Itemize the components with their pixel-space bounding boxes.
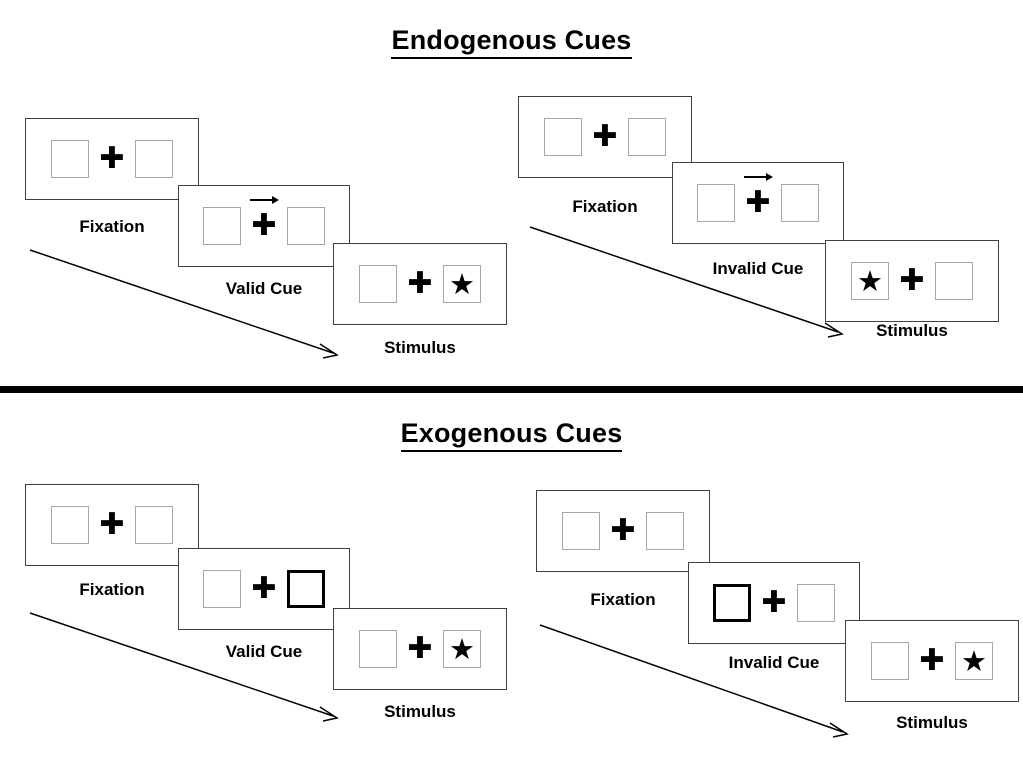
panel-endogenous-invalid-fixation: ✚ <box>518 96 692 178</box>
caption-endogenous-valid-fixation: Fixation <box>79 217 145 236</box>
left-square <box>203 570 241 608</box>
right-square <box>781 184 819 222</box>
fixation-cross-slot: ✚ <box>397 269 443 299</box>
panel-inner: ✚ ★ <box>359 265 481 303</box>
section-title-endogenous: Endogenous Cues <box>0 25 1023 59</box>
panel-inner: ✚ <box>203 570 325 608</box>
left-square: ★ <box>851 262 889 300</box>
panel-endogenous-valid-fixation: ✚ <box>25 118 199 200</box>
right-square <box>135 140 173 178</box>
panel-inner: ✚ <box>562 512 684 550</box>
panel-endogenous-invalid-cue: ✚ <box>672 162 844 244</box>
caption-endogenous-invalid-fixation: Fixation <box>572 197 638 216</box>
plus-icon: ✚ <box>99 141 125 176</box>
caption-exogenous-valid-fixation: Fixation <box>79 580 145 599</box>
star-icon: ★ <box>961 643 987 678</box>
fixation-cross-slot: ✚ <box>582 122 628 152</box>
right-square <box>935 262 973 300</box>
panel-inner: ✚ <box>203 196 325 245</box>
panel-endogenous-valid-stimulus: ✚ ★ <box>333 243 507 325</box>
fixation-cross-slot: ✚ <box>89 510 135 540</box>
left-square <box>51 506 89 544</box>
caption-endogenous-invalid-stimulus: Stimulus <box>876 321 948 340</box>
left-square <box>562 512 600 550</box>
panel-endogenous-valid-cue: ✚ <box>178 185 350 267</box>
right-square-cued <box>287 570 325 608</box>
caption-endogenous-valid-cue: Valid Cue <box>225 279 303 298</box>
plus-icon: ✚ <box>745 185 771 220</box>
panel-exogenous-valid-stimulus: ✚ ★ <box>333 608 507 690</box>
left-square <box>871 642 909 680</box>
left-square-cued <box>713 584 751 622</box>
fixation-cross-slot: ✚ <box>751 588 797 618</box>
panel-exogenous-invalid-stimulus: ✚ ★ <box>845 620 1019 702</box>
right-square: ★ <box>955 642 993 680</box>
right-square <box>646 512 684 550</box>
caption-exogenous-valid-stimulus: Stimulus <box>384 702 456 721</box>
panel-inner: ✚ <box>544 118 666 156</box>
time-flow-arrow-endogenous-invalid <box>529 226 844 338</box>
section-divider <box>0 386 1023 393</box>
right-square: ★ <box>443 265 481 303</box>
panel-inner: ✚ <box>713 584 835 622</box>
panel-inner: ★ ✚ <box>851 262 973 300</box>
plus-icon: ✚ <box>99 507 125 542</box>
panel-inner: ✚ ★ <box>359 630 481 668</box>
section-title-exogenous: Exogenous Cues <box>0 418 1023 452</box>
panel-inner: ✚ <box>697 173 819 222</box>
section-title-endogenous-text: Endogenous Cues <box>391 25 632 59</box>
caption-endogenous-valid-stimulus: Stimulus <box>384 338 456 357</box>
caption-endogenous-invalid-cue: Invalid Cue <box>712 259 804 278</box>
panel-exogenous-valid-cue: ✚ <box>178 548 350 630</box>
fixation-cross-slot: ✚ <box>89 144 135 174</box>
right-square <box>287 207 325 245</box>
plus-icon: ✚ <box>899 263 925 298</box>
plus-icon: ✚ <box>919 643 945 678</box>
fixation-cross-slot: ✚ <box>241 574 287 604</box>
plus-icon: ✚ <box>407 631 433 666</box>
right-square: ★ <box>443 630 481 668</box>
panel-exogenous-invalid-cue: ✚ <box>688 562 860 644</box>
left-square <box>544 118 582 156</box>
plus-icon: ✚ <box>251 571 277 606</box>
time-flow-arrow-exogenous-valid <box>29 612 339 722</box>
panel-endogenous-invalid-stimulus: ★ ✚ <box>825 240 999 322</box>
caption-exogenous-valid-cue: Valid Cue <box>225 642 303 661</box>
fixation-cross-slot: ✚ <box>909 646 955 676</box>
caption-exogenous-invalid-stimulus: Stimulus <box>896 713 968 732</box>
panel-exogenous-valid-fixation: ✚ <box>25 484 199 566</box>
right-square <box>797 584 835 622</box>
left-square <box>359 630 397 668</box>
panel-exogenous-invalid-fixation: ✚ <box>536 490 710 572</box>
right-square <box>628 118 666 156</box>
panel-inner: ✚ <box>51 140 173 178</box>
section-title-exogenous-text: Exogenous Cues <box>400 418 623 452</box>
fixation-cross-slot: ✚ <box>397 634 443 664</box>
fixation-cross-slot: ✚ <box>735 173 781 220</box>
caption-exogenous-invalid-fixation: Fixation <box>590 590 656 609</box>
fixation-cross-slot: ✚ <box>889 266 935 296</box>
plus-icon: ✚ <box>761 585 787 620</box>
time-flow-arrow-exogenous-invalid <box>539 624 849 738</box>
left-square <box>203 207 241 245</box>
arrow-right-icon <box>250 196 279 204</box>
plus-icon: ✚ <box>610 513 636 548</box>
panel-inner: ✚ <box>51 506 173 544</box>
fixation-cross-slot: ✚ <box>600 516 646 546</box>
left-square <box>697 184 735 222</box>
panel-inner: ✚ ★ <box>871 642 993 680</box>
plus-icon: ✚ <box>592 119 618 154</box>
time-flow-arrow-endogenous-valid <box>29 249 339 359</box>
right-square <box>135 506 173 544</box>
star-icon: ★ <box>449 266 475 301</box>
arrow-right-icon <box>744 173 773 181</box>
fixation-cross-slot: ✚ <box>241 196 287 243</box>
star-icon: ★ <box>857 263 883 298</box>
star-icon: ★ <box>449 631 475 666</box>
plus-icon: ✚ <box>407 266 433 301</box>
left-square <box>51 140 89 178</box>
plus-icon: ✚ <box>251 208 277 243</box>
caption-exogenous-invalid-cue: Invalid Cue <box>728 653 820 672</box>
left-square <box>359 265 397 303</box>
